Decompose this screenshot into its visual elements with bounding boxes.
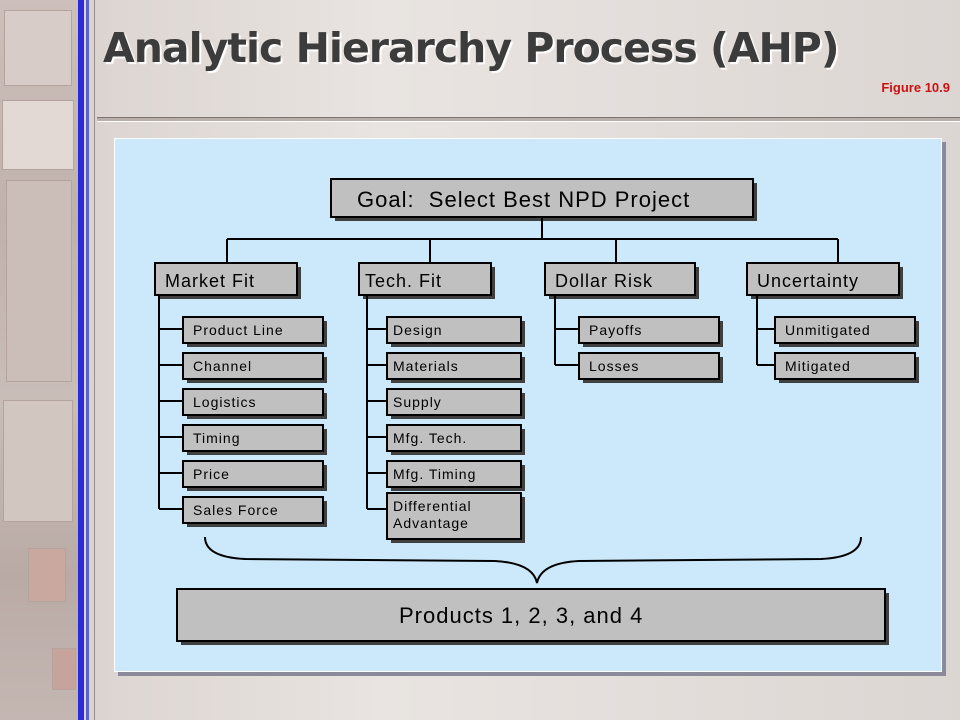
diagram-panel: Goal: Select Best NPD Project Market Fit [114,138,942,672]
subcriterion-label: Supply [393,394,442,410]
ahp-hierarchy-diagram: Goal: Select Best NPD Project Market Fit [154,178,919,645]
accent-bar [78,0,84,720]
strip-card [6,180,72,382]
subcriteria-tech-fit: Design Materials Supply Mfg. Tech. Mfg. … [386,316,525,543]
figure-label: Figure 10.9 [881,80,950,95]
subcriterion-label: Differential Advantage [393,498,472,531]
subcriterion-label: Losses [589,358,639,374]
strip-card [2,100,74,170]
subcriteria-uncertainty: Unmitigated Mitigated [774,316,919,383]
subcriterion-label: Sales Force [193,502,279,518]
strip-card [28,548,66,602]
subcriterion-label: Timing [193,430,241,446]
criterion-label: Market Fit [165,271,255,291]
subcriteria-market-fit: Product Line Channel Logistics Timing Pr… [182,316,327,527]
criterion-label: Tech. Fit [365,271,442,291]
subcriterion-label: Price [193,466,230,482]
subcriterion-label: Payoffs [589,322,642,338]
strip-card [3,400,73,522]
alternatives-label: Products 1, 2, 3, and 4 [399,603,643,628]
goal-node: Goal: Select Best NPD Project [330,178,757,221]
grouping-brace [204,536,862,584]
subcriterion-label: Mfg. Tech. [393,430,467,446]
subcriterion-label: Channel [193,358,252,374]
decorative-left-strip [0,0,80,720]
criterion-label: Uncertainty [757,271,859,291]
subcriterion-label: Unmitigated [785,322,871,338]
alternatives-node: Products 1, 2, 3, and 4 [176,588,889,645]
subcriterion-label: Mitigated [785,358,851,374]
accent-bar-secondary [86,0,89,720]
criterion-uncertainty: Uncertainty [746,262,903,366]
criterion-tech-fit: Tech. Fit [358,262,495,510]
title-divider [97,117,960,122]
goal-label: Goal: Select Best NPD Project [357,187,690,212]
strip-card [52,648,76,690]
criterion-dollar-risk: Dollar Risk [544,262,699,366]
subcriterion-label: Mfg. Timing [393,466,476,482]
subcriterion-label: Product Line [193,322,284,338]
strip-card [4,10,72,86]
subcriteria-dollar-risk: Payoffs Losses [578,316,723,383]
subcriterion-label: Logistics [193,394,256,410]
criterion-label: Dollar Risk [555,271,653,291]
criterion-market-fit: Market Fit [154,262,301,510]
divider-line [94,0,95,720]
subcriterion-label: Materials [393,358,459,374]
slide-title: Analytic Hierarchy Process (AHP) [103,24,840,72]
subcriterion-label: Design [393,322,443,338]
goal-connectors [226,217,839,263]
